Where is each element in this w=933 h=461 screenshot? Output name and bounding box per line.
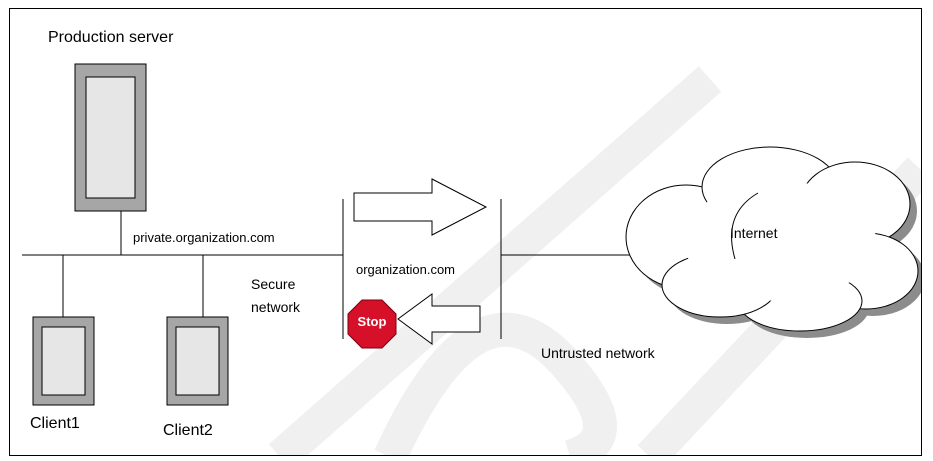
secure-network-label: Secure network: [251, 276, 301, 315]
network-diagram: [22, 63, 921, 455]
production-server-label: Production server: [48, 29, 174, 46]
public-domain-label: organization.com: [356, 262, 455, 277]
internet-cloud-icon: [625, 146, 921, 338]
private-domain-label: private.organization.com: [133, 230, 275, 245]
stop-sign-icon: [347, 299, 397, 349]
client1-icon: [32, 316, 95, 406]
diagram-frame: Production server private.organization.c…: [9, 8, 922, 456]
outbound-arrow-icon: [353, 178, 488, 236]
client1-label: Client1: [30, 415, 80, 432]
internet-label: Internet: [730, 225, 778, 241]
client2-icon: [166, 316, 229, 406]
stop-sign-label: Stop: [357, 314, 387, 329]
client2-label: Client2: [163, 422, 213, 439]
inbound-arrow-icon: [397, 293, 481, 345]
production-server-icon: [74, 63, 147, 212]
untrusted-network-label: Untrusted network: [541, 345, 655, 361]
